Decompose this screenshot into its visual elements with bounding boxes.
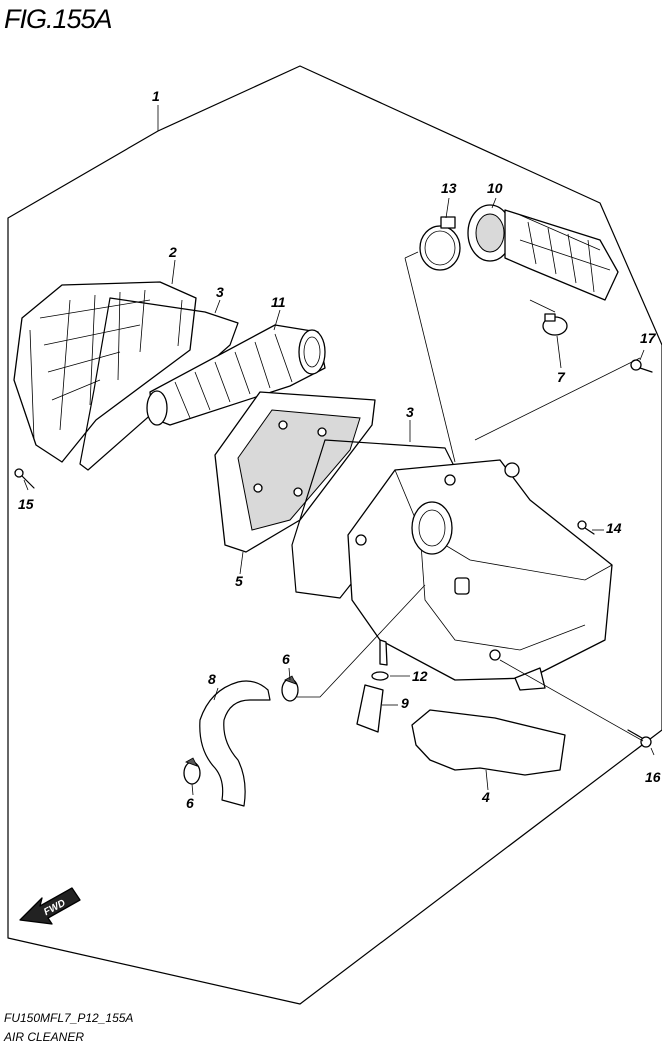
clip-12 [371,671,389,681]
assembly-boundary [7,65,662,1005]
callout-2: 2 [168,244,177,260]
duct-4 [411,709,566,776]
callout-16: 16 [645,769,661,785]
callout-11: 11 [271,294,286,310]
callout-15: 15 [18,496,34,512]
callout-10: 10 [487,180,503,196]
drain-plug [356,684,384,733]
hose-clip-upper [281,675,299,702]
callout-12: 12 [412,668,428,684]
callout-13: 13 [441,180,457,196]
screw-14 [577,520,595,535]
air-filter-element [214,391,376,553]
callout-1: 1 [152,88,160,104]
figure-code: FU150MFL7_P12_155A [4,1011,133,1025]
callout-3-upper: 3 [216,284,224,300]
callout-5: 5 [235,573,243,589]
air-cleaner-case [347,459,613,691]
air-cleaner-cover [13,281,197,463]
callout-6-upper: 6 [282,651,290,667]
callout-14: 14 [606,520,622,536]
callout-3-lower: 3 [406,404,414,420]
intake-tube [146,324,326,426]
leader-lines [23,105,655,796]
bolt-16 [627,729,652,748]
screw-15 [14,468,35,489]
callout-6-lower: 6 [186,795,194,811]
callout-9: 9 [401,695,409,711]
callout-4: 4 [481,789,490,805]
fwd-label: FWD [42,898,67,918]
figure-section: AIR CLEANER [3,1030,84,1044]
callout-17: 17 [640,330,657,346]
screw-17 [630,359,653,373]
clamp-13 [419,216,461,271]
drain-hose [199,680,271,807]
callout-8: 8 [208,671,216,687]
hose-clip-lower [183,757,201,785]
fwd-arrow: FWD [19,887,81,925]
outlet-tube [467,204,619,301]
clamp-7 [542,313,568,336]
figure-title: FIG.155A [4,4,112,34]
callout-7: 7 [557,369,566,385]
